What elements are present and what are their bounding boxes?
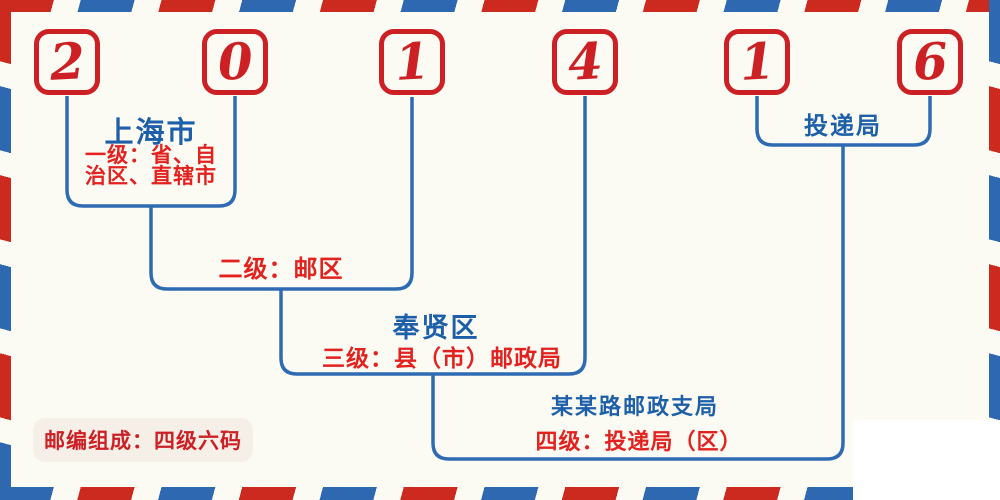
level2-description: 二级：邮区 — [218, 255, 344, 283]
digit-box-5: 1 — [724, 29, 790, 95]
digit-box-2: 0 — [202, 29, 268, 95]
digit-box-3: 1 — [379, 29, 445, 95]
digit-6: 6 — [911, 31, 949, 92]
digit-1: 2 — [48, 31, 86, 92]
digit-box-6: 6 — [897, 29, 963, 95]
level3-description: 三级：县（市）邮政局 — [322, 346, 562, 372]
level1-description-line2: 治区、直辖市 — [85, 164, 217, 188]
airmail-stripe-border-right — [989, 0, 1000, 420]
level1-description: 一级：省、自 治区、直辖市 — [85, 145, 217, 187]
level4-description: 四级：投递局（区） — [535, 430, 743, 455]
digit-box-4: 4 — [552, 29, 618, 95]
digit-2: 0 — [216, 31, 254, 92]
digit-4: 4 — [566, 31, 604, 92]
delivery-office-label: 投递局 — [804, 111, 882, 140]
level3-place-name: 奉贤区 — [392, 313, 480, 344]
digit-3: 1 — [393, 31, 431, 92]
level1-place-name: 上海市 — [104, 115, 198, 149]
digit-5: 1 — [738, 31, 776, 92]
footer-badge: 邮编组成：四级六码 — [33, 418, 253, 462]
level1-description-line1: 一级：省、自 — [85, 143, 217, 167]
footer-badge-text: 邮编组成：四级六码 — [44, 428, 242, 453]
level4-place-name: 某某路邮政支局 — [550, 394, 720, 420]
digit-box-1: 2 — [34, 29, 100, 95]
cropped-corner-patch — [853, 420, 1000, 500]
airmail-stripe-border-bottom — [0, 487, 855, 500]
airmail-stripe-border-top — [0, 0, 1000, 12]
airmail-stripe-border-left — [0, 0, 11, 500]
